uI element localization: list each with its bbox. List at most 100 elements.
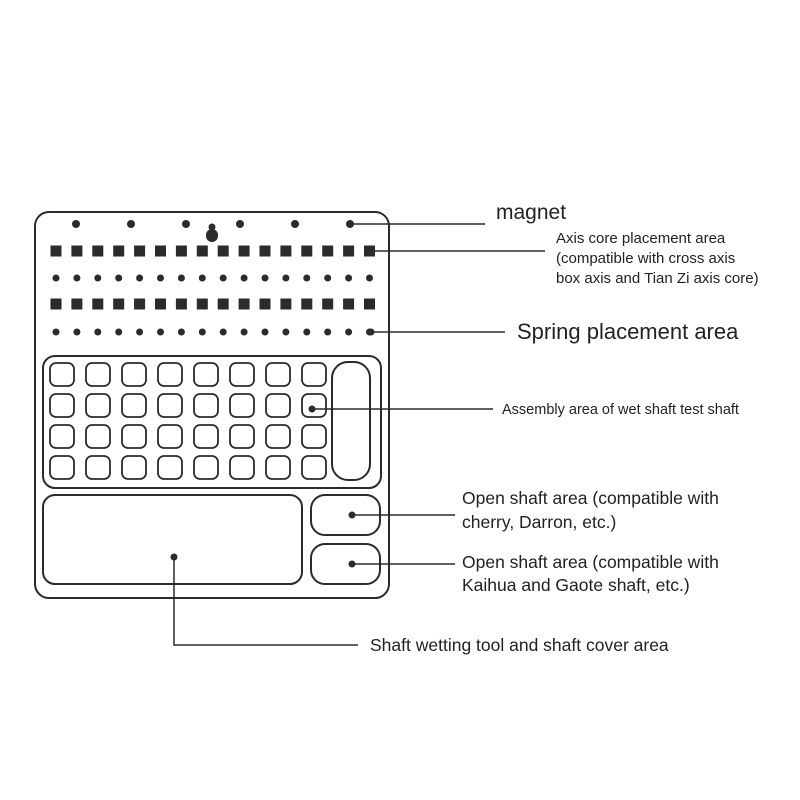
spring-hole <box>115 274 123 282</box>
test-shaft-slot <box>193 455 219 480</box>
magnet-dot <box>182 220 190 228</box>
axis-core-slot <box>196 298 208 310</box>
magnet-dot <box>236 220 244 228</box>
axis-core-slot <box>92 245 104 257</box>
test-shaft-slot <box>229 455 255 480</box>
spring-hole <box>136 274 144 282</box>
test-shaft-slot <box>157 362 183 387</box>
axis-core-slot <box>259 245 271 257</box>
test-shaft-slot <box>85 424 111 449</box>
test-shaft-slot <box>121 362 147 387</box>
test-shaft-slot <box>85 362 111 387</box>
spring-hole <box>177 274 185 282</box>
test-shaft-slot <box>49 362 75 387</box>
label-spring: Spring placement area <box>517 319 739 344</box>
axis-core-slots <box>50 245 375 310</box>
spring-hole <box>198 274 206 282</box>
spring-hole <box>94 274 102 282</box>
test-shaft-slot <box>265 424 291 449</box>
test-shaft-slot <box>49 455 75 480</box>
label-axis-core-line3: box axis and Tian Zi axis core) <box>556 270 759 287</box>
test-shaft-slot <box>229 424 255 449</box>
axis-core-slot <box>238 298 250 310</box>
spring-hole <box>115 328 123 336</box>
label-assembly: Assembly area of wet shaft test shaft <box>502 402 739 418</box>
axis-core-slot <box>217 245 229 257</box>
spring-hole <box>177 328 185 336</box>
label-axis-core-line1: Axis core placement area <box>556 230 726 247</box>
spring-hole <box>157 328 164 336</box>
axis-core-slot <box>343 245 355 257</box>
axis-core-slot <box>155 245 166 257</box>
test-shaft-slot <box>193 424 219 449</box>
spring-hole <box>73 274 81 282</box>
test-shaft-slot <box>193 393 219 418</box>
spring-hole <box>219 274 227 282</box>
spring-hole <box>324 328 332 336</box>
axis-core-slot <box>217 298 229 310</box>
axis-core-slot <box>113 245 125 257</box>
spring-hole <box>198 328 206 336</box>
spring-hole <box>136 328 144 336</box>
label-open-shaft-1-line1: Open shaft area (compatible with <box>462 488 719 508</box>
axis-core-slot <box>92 298 104 310</box>
spring-hole <box>345 274 353 282</box>
spring-hole <box>324 274 332 282</box>
organizer-case <box>34 211 390 599</box>
test-shaft-slots <box>49 362 327 480</box>
hang-hole-icon <box>206 223 218 242</box>
spring-hole <box>240 274 248 282</box>
test-shaft-slot <box>157 455 183 480</box>
axis-core-slot <box>134 245 146 257</box>
axis-core-slot <box>50 245 62 257</box>
spring-hole <box>94 328 102 336</box>
spring-hole <box>261 274 269 282</box>
test-shaft-slot <box>265 455 291 480</box>
test-shaft-slot <box>121 455 147 480</box>
test-shaft-slot <box>85 393 111 418</box>
test-shaft-slot <box>157 424 183 449</box>
spring-hole <box>282 328 290 336</box>
test-shaft-slot <box>85 455 111 480</box>
axis-core-slot <box>175 298 187 310</box>
spring-hole <box>303 274 311 282</box>
magnet-dot <box>127 220 135 228</box>
axis-core-slot <box>50 298 62 310</box>
axis-core-slot <box>155 298 166 310</box>
axis-core-slot <box>134 298 146 310</box>
axis-core-slot <box>196 245 208 257</box>
test-shaft-slot <box>121 393 147 418</box>
label-open-shaft-2-line2: Kaihua and Gaote shaft, etc.) <box>462 575 690 595</box>
spring-hole <box>261 328 269 336</box>
callout-leaders <box>170 220 545 646</box>
spring-hole <box>303 328 311 336</box>
label-open-shaft-2-line1: Open shaft area (compatible with <box>462 552 719 572</box>
test-shaft-slot <box>265 393 291 418</box>
axis-core-slot <box>175 245 187 257</box>
axis-core-slot <box>301 298 313 310</box>
assembly-tray <box>42 355 382 489</box>
label-axis-core-line2: (compatible with cross axis <box>556 250 735 267</box>
axis-core-slot <box>280 298 292 310</box>
axis-core-slot <box>71 245 83 257</box>
axis-core-slot <box>259 298 271 310</box>
test-shaft-slot <box>229 362 255 387</box>
test-shaft-slot <box>301 362 327 387</box>
axis-core-slot <box>343 298 355 310</box>
axis-core-slot <box>113 298 125 310</box>
spring-hole <box>157 274 164 282</box>
magnet-dot <box>291 220 299 228</box>
test-shaft-slot <box>49 424 75 449</box>
test-shaft-slot <box>265 362 291 387</box>
magnet-dot <box>72 220 80 228</box>
axis-core-slot <box>322 245 334 257</box>
spring-hole <box>52 328 60 336</box>
test-shaft-slot <box>121 424 147 449</box>
axis-core-slot <box>301 245 313 257</box>
test-shaft-slot <box>193 362 219 387</box>
spring-hole <box>73 328 81 336</box>
axis-core-slot <box>71 298 83 310</box>
test-shaft-slot <box>301 393 327 418</box>
axis-core-slot <box>280 245 292 257</box>
